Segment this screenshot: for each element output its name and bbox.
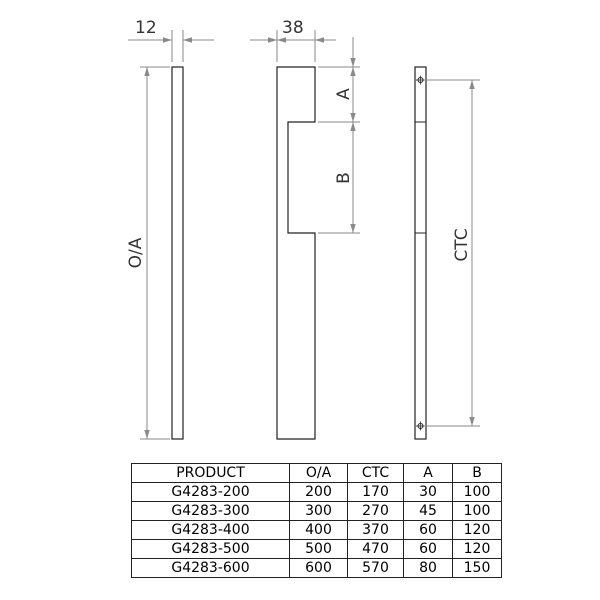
cell-a: 60 (403, 520, 453, 540)
table-row: G4283-300 300 270 45 100 (131, 501, 502, 521)
side-width-label: 12 (135, 18, 157, 38)
back-view-bar (414, 66, 427, 440)
cell-ctc: 170 (347, 482, 404, 502)
cell-b: 100 (452, 501, 502, 521)
cell-ctc: 370 (347, 520, 404, 540)
mounting-hole-top-icon (416, 75, 425, 85)
product-spec-table: PRODUCT O/A CTC A B G4283-200 200 170 30… (131, 463, 502, 578)
header-a: A (403, 463, 453, 483)
technical-drawing: 12 O/A 38 A B (126, 18, 480, 440)
header-product: PRODUCT (131, 463, 290, 483)
cell-ctc: 270 (347, 501, 404, 521)
table-row: G4283-400 400 370 60 120 (131, 520, 502, 540)
table-row: G4283-200 200 170 30 100 (131, 482, 502, 502)
front-width-label: 38 (282, 18, 304, 38)
mounting-hole-bottom-icon (416, 421, 425, 431)
side-view-bar (171, 66, 184, 440)
header-b: B (452, 463, 502, 483)
cell-ctc: 570 (347, 558, 404, 578)
cell-oa: 400 (289, 520, 348, 540)
overall-length-label: O/A (126, 237, 146, 268)
side-view: 12 O/A (126, 18, 214, 440)
table-row: G4283-500 500 470 60 120 (131, 539, 502, 559)
cell-a: 80 (403, 558, 453, 578)
cell-a: 45 (403, 501, 453, 521)
cell-product: G4283-200 (131, 482, 290, 502)
cell-product: G4283-300 (131, 501, 290, 521)
cell-b: 150 (452, 558, 502, 578)
cell-ctc: 470 (347, 539, 404, 559)
cell-product: G4283-400 (131, 520, 290, 540)
ctc-label: CTC (452, 228, 472, 261)
header-oa: O/A (289, 463, 348, 483)
header-ctc: CTC (347, 463, 404, 483)
cell-b: 120 (452, 539, 502, 559)
dim-a-label: A (334, 88, 354, 100)
cell-oa: 300 (289, 501, 348, 521)
table-header-row: PRODUCT O/A CTC A B (131, 463, 502, 483)
table-row: G4283-600 600 570 80 150 (131, 558, 502, 578)
cell-product: G4283-600 (131, 558, 290, 578)
cell-a: 60 (403, 539, 453, 559)
cell-b: 120 (452, 520, 502, 540)
front-view-profile (276, 66, 316, 440)
cell-a: 30 (403, 482, 453, 502)
cell-oa: 200 (289, 482, 348, 502)
dim-b-label: B (334, 172, 354, 184)
cell-oa: 500 (289, 539, 348, 559)
cell-oa: 600 (289, 558, 348, 578)
cell-b: 100 (452, 482, 502, 502)
cell-product: G4283-500 (131, 539, 290, 559)
back-view: CTC (414, 66, 480, 440)
front-view: 38 A B (250, 18, 360, 440)
